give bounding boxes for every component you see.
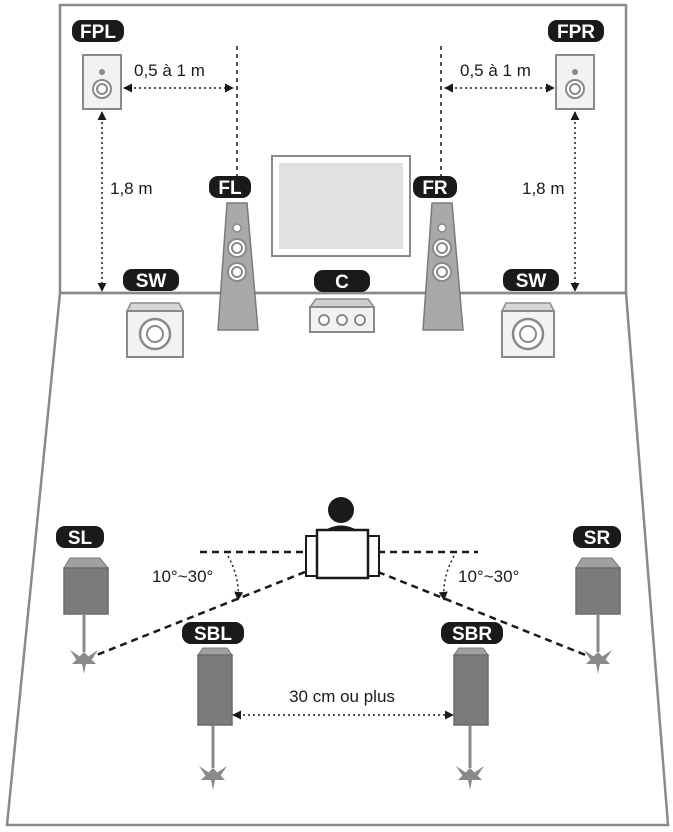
sbl-top [197, 647, 233, 656]
label-sbl: SBL [194, 624, 232, 645]
speaker-fpr: FPR [548, 20, 604, 110]
label-sl-bg [56, 526, 104, 548]
label-fpr: FPR [557, 22, 595, 43]
speaker-fl: FL [209, 176, 259, 331]
sbl-cabinet [197, 654, 233, 726]
angle-arc-right [438, 555, 455, 601]
speaker-c: C [308, 270, 376, 333]
back-spacing-text: 30 cm ou plus [289, 687, 395, 706]
speaker-fr: FR [413, 176, 464, 331]
tv-screen-icon [271, 155, 411, 257]
sbl-stand-base-icon [199, 766, 227, 790]
sbr-stand-base-icon [456, 766, 484, 790]
fl-woofer-1-icon [227, 238, 247, 258]
fl-tweeter [232, 223, 242, 233]
fr-woofer-2-icon [432, 262, 452, 282]
surround-angle-right-text: 10°~30° [458, 567, 519, 586]
fpl-tweeter [99, 69, 105, 75]
label-sw-right: SW [516, 271, 547, 292]
speaker-sw-right: SW [500, 269, 559, 358]
fr-woofer-1-icon [432, 238, 452, 258]
label-sr: SR [584, 528, 611, 549]
label-sr-bg [573, 526, 621, 548]
presence-offset-left-text: 0,5 à 1 m [134, 61, 205, 80]
c-woofer-2-icon [354, 314, 366, 326]
sr-stand-base-icon [584, 650, 612, 674]
beam-to-sl [83, 570, 306, 662]
speaker-sr: SR [573, 526, 622, 674]
label-sw-right-bg [503, 269, 559, 291]
sr-cabinet [575, 567, 621, 615]
speaker-sbl: SBL [182, 622, 244, 790]
listener-in-armchair-icon [305, 497, 380, 580]
c-cabinet-top [308, 298, 376, 308]
label-sw-left: SW [136, 271, 167, 292]
sw-right-driver-inner [519, 325, 537, 343]
c-woofer-1-icon [318, 314, 330, 326]
sr-top [575, 557, 622, 569]
label-sw-left-bg [123, 269, 179, 291]
presence-height-right-text: 1,8 m [522, 179, 565, 198]
fpl-woofer-icon [92, 79, 112, 99]
sw-right-top [500, 302, 556, 312]
label-sbr: SBR [452, 624, 492, 645]
fpr-woofer-icon [565, 79, 585, 99]
sl-top [63, 557, 110, 569]
label-sbl-bg [182, 622, 244, 644]
speaker-fpl: FPL [72, 20, 124, 110]
angle-arc-left [227, 555, 244, 601]
fpr-tweeter [572, 69, 578, 75]
speaker-sw-left: SW [123, 269, 185, 358]
label-fpl: FPL [80, 22, 116, 43]
surround-angle-left-text: 10°~30° [152, 567, 213, 586]
sbr-top [453, 647, 489, 656]
sl-stand-base-icon [70, 650, 98, 674]
speaker-sbr: SBR [441, 622, 503, 790]
label-fl-bg [209, 176, 251, 198]
label-c: C [335, 272, 349, 293]
sw-left-top [125, 302, 185, 312]
presence-height-left-text: 1,8 m [110, 179, 153, 198]
label-fpl-bg [72, 20, 124, 42]
fr-tweeter [437, 223, 447, 233]
beam-to-sr [377, 570, 599, 662]
fl-woofer-2-icon [227, 262, 247, 282]
label-fpr-bg [548, 20, 604, 42]
label-sl: SL [68, 528, 93, 549]
sbr-cabinet [453, 654, 489, 726]
label-sbr-bg [441, 622, 503, 644]
label-fr: FR [422, 178, 448, 199]
label-fr-bg [413, 176, 457, 198]
presence-offset-right-text: 0,5 à 1 m [460, 61, 531, 80]
speaker-sl: SL [56, 526, 110, 674]
label-c-bg [314, 270, 370, 292]
sl-cabinet [63, 567, 109, 615]
sw-left-driver-inner [146, 325, 164, 343]
c-tweeter-icon [336, 314, 348, 326]
label-fl: FL [218, 178, 242, 199]
